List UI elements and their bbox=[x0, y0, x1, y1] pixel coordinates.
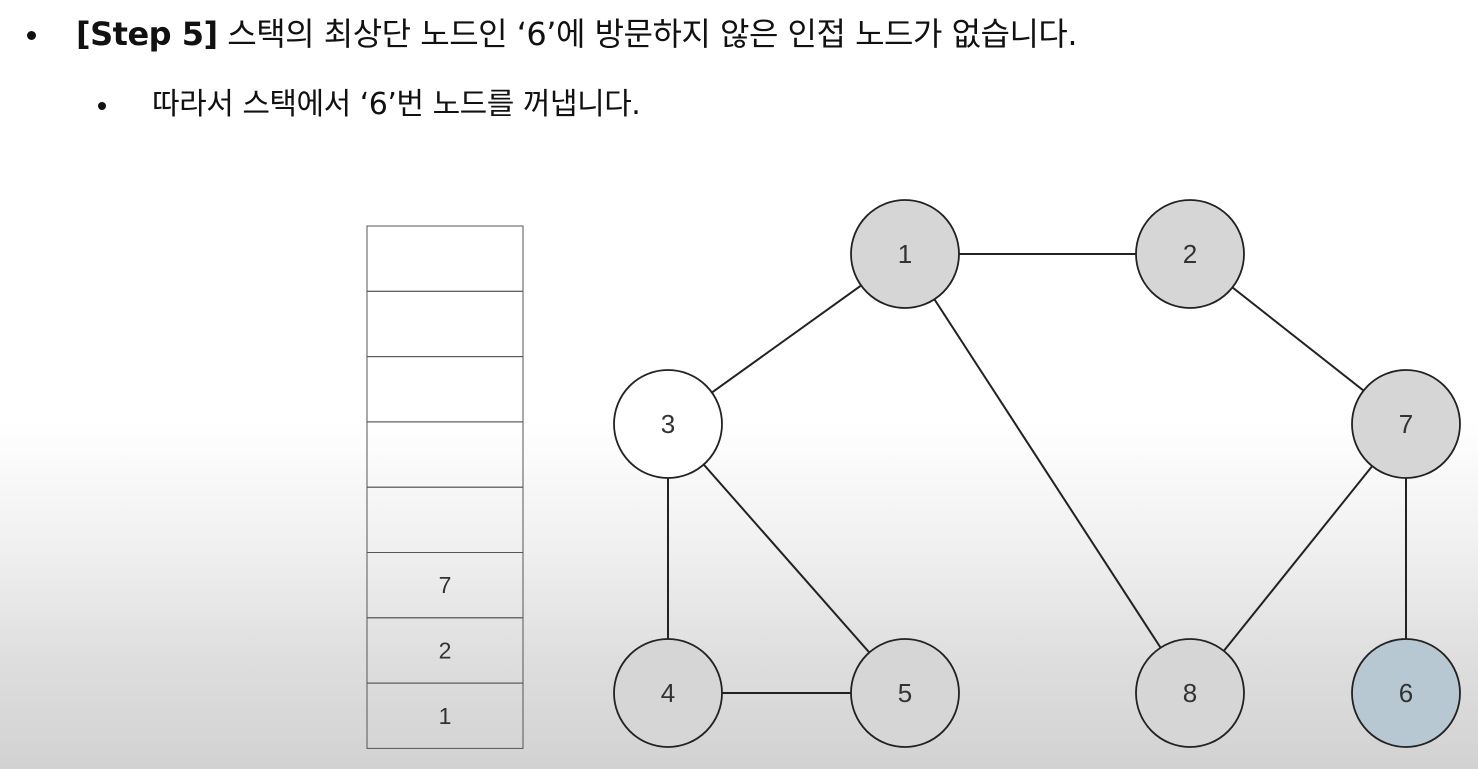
graph-edges bbox=[667, 253, 1407, 694]
stack-cell: 2 bbox=[366, 617, 524, 684]
graph-node-1: 1 bbox=[850, 199, 960, 309]
node-label: 2 bbox=[1183, 239, 1197, 269]
graph-node-3: 3 bbox=[613, 369, 723, 479]
stack-cell: 1 bbox=[366, 682, 524, 749]
graph-node-5: 5 bbox=[850, 638, 960, 748]
graph-node-8: 8 bbox=[1135, 638, 1245, 748]
stack-cell-value: 2 bbox=[439, 637, 452, 663]
stack-cell bbox=[366, 225, 524, 292]
node-label: 5 bbox=[898, 678, 912, 708]
edge-1-8 bbox=[904, 253, 1191, 694]
sub-bullet-dot-icon bbox=[98, 102, 106, 110]
stack: 7 2 1 bbox=[366, 225, 524, 749]
node-label: 6 bbox=[1399, 678, 1413, 708]
sub-description: 따라서 스택에서 ‘6’번 노드를 꺼냅니다. bbox=[98, 84, 641, 126]
sub-description-text: 따라서 스택에서 ‘6’번 노드를 꺼냅니다. bbox=[152, 87, 641, 122]
stack-cell-value: 7 bbox=[439, 572, 452, 598]
graph-nodes: 1 2 3 4 5 6 7 8 bbox=[613, 199, 1461, 748]
step-label: [Step 5] bbox=[76, 15, 218, 53]
node-label: 3 bbox=[661, 409, 675, 439]
stack-cell bbox=[366, 356, 524, 423]
step-description: [Step 5] 스택의 최상단 노드인 ‘6’에 방문하지 않은 인접 노드가… bbox=[27, 12, 1078, 56]
graph-node-7: 7 bbox=[1351, 369, 1461, 479]
edge-7-8 bbox=[1189, 423, 1407, 694]
graph-node-6: 6 bbox=[1351, 638, 1461, 748]
node-label: 7 bbox=[1399, 409, 1413, 439]
stack-cell: 7 bbox=[366, 552, 524, 619]
node-label: 8 bbox=[1183, 678, 1197, 708]
step-text: 스택의 최상단 노드인 ‘6’에 방문하지 않은 인접 노드가 없습니다. bbox=[217, 15, 1078, 53]
node-label: 1 bbox=[898, 239, 912, 269]
stack-cell bbox=[366, 290, 524, 358]
stack-cell bbox=[366, 421, 524, 488]
edge-3-5 bbox=[667, 423, 906, 694]
stack-cell-value: 1 bbox=[439, 703, 452, 729]
stack-cell bbox=[366, 486, 524, 554]
node-label: 4 bbox=[661, 678, 675, 708]
graph-node-4: 4 bbox=[613, 638, 723, 748]
graph-node-2: 2 bbox=[1135, 199, 1245, 309]
bullet-dot-icon bbox=[27, 31, 36, 40]
